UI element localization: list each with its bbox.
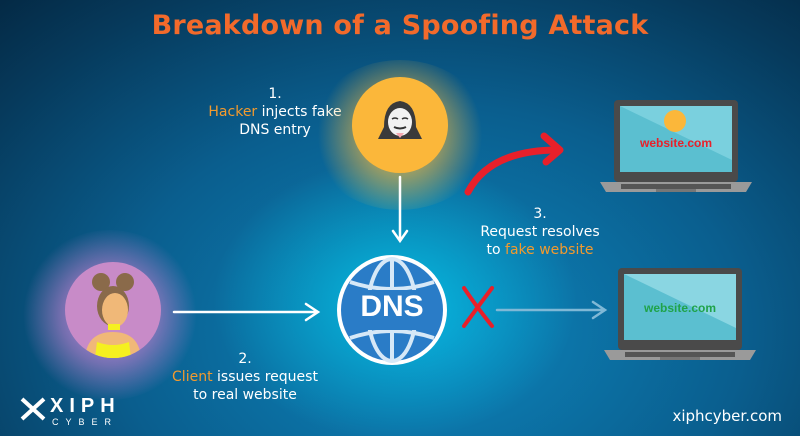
step-2-text: 2. Client issues request to real website [160, 350, 330, 404]
arrow-dns-to-real-site [495, 300, 608, 320]
arrow-hacker-to-dns [391, 175, 409, 244]
hacker-icon [664, 110, 686, 132]
step-2-highlight: Client [172, 369, 213, 385]
step-1-highlight: Hacker [208, 104, 258, 120]
hacker-icon [378, 101, 422, 139]
step-2-line1: issues request [212, 369, 318, 385]
step-3-number: 3. [533, 206, 547, 222]
globe-icon [337, 255, 447, 365]
client-avatar-icon [85, 273, 141, 358]
step-2-line2: to real website [193, 387, 297, 403]
step-3-line2-prefix: to [486, 242, 506, 258]
logo-main-text: XIPH [50, 395, 121, 417]
red-curved-arrow [464, 132, 564, 196]
fake-website-laptop: website.com [596, 100, 756, 200]
real-website-laptop: website.com [600, 268, 760, 368]
blocked-x-icon [462, 286, 494, 328]
step-3-highlight: fake website [505, 242, 594, 258]
diagram-title: Breakdown of a Spoofing Attack [151, 10, 649, 41]
step-2-number: 2. [238, 351, 252, 367]
step-3-text: 3. Request resolves to fake website [460, 205, 620, 259]
logo-sub-text: CYBER [52, 417, 119, 427]
logo-mark-icon [20, 397, 46, 421]
arrow-client-to-dns [172, 302, 321, 322]
step-1-line2: DNS entry [239, 122, 311, 138]
website-url: xiphcyber.com [672, 407, 782, 425]
hacker-node [352, 77, 448, 173]
real-laptop-screen-text: website.com [643, 301, 717, 315]
step-3-line1: Request resolves [480, 224, 600, 240]
dns-label: DNS [360, 290, 424, 323]
dns-node: DNS [334, 252, 450, 368]
client-node [65, 262, 161, 358]
fake-laptop-screen-text: website.com [639, 136, 713, 150]
step-1-number: 1. [268, 86, 282, 102]
